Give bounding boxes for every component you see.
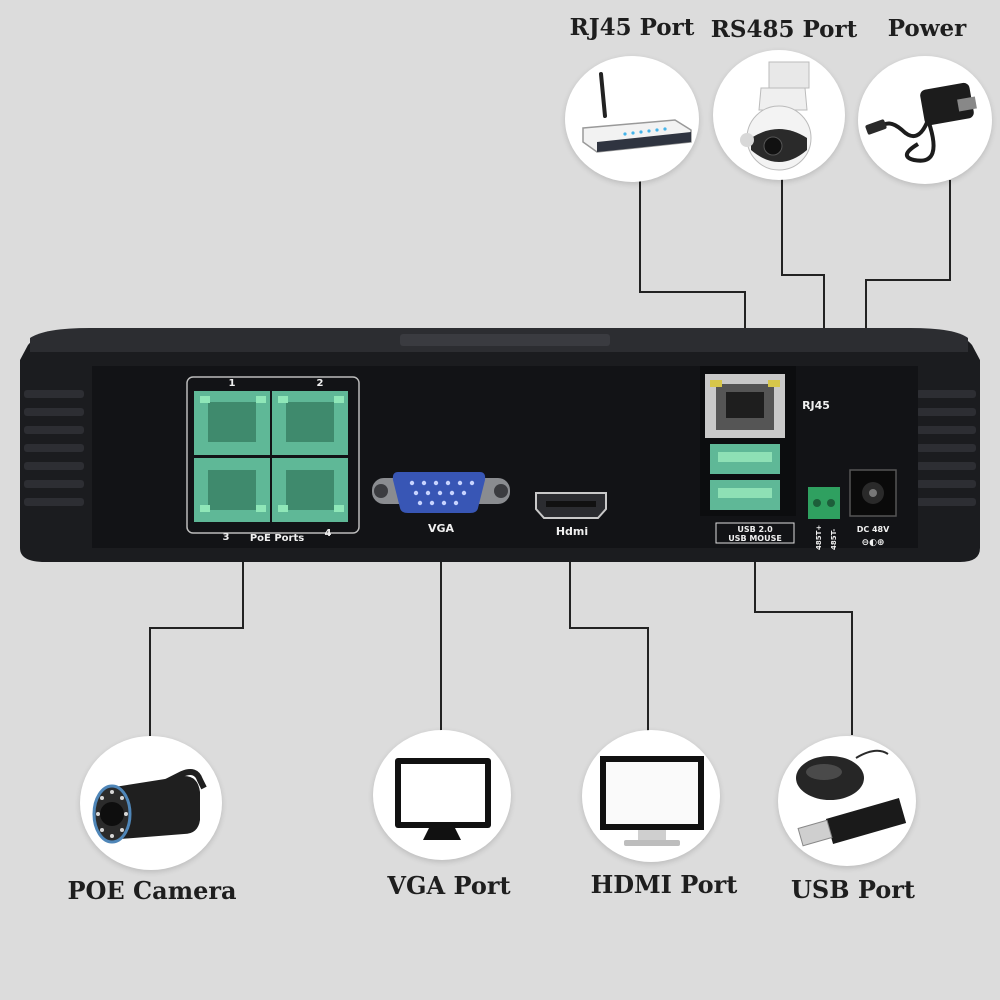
power-adapter-icon [858,56,992,184]
line-power [865,180,951,348]
usb-stick-icon [797,798,907,847]
port-number-1: 1 [229,378,236,389]
router-icon [565,56,699,182]
port-number-4: 4 [325,528,332,539]
line-rs485 [781,178,825,350]
rs485-b-label: 485T- [830,529,838,550]
bullet-camera-icon [80,736,222,870]
usb-label-line2: USB MOUSE [728,534,782,543]
hdmi-label: Hdmi [556,525,588,538]
dc-power-jack: DC 48V ⊖◐⊕ [849,469,897,548]
line-hdmi [569,545,649,732]
hdmi-connector: Hdmi [535,492,607,538]
line-poe [149,545,244,736]
usb-label-line1: USB 2.0 [737,525,773,534]
hdmi-port-label: HDMI Port [590,870,738,899]
ptz-camera-icon [713,50,845,180]
vent-left [24,390,84,506]
vent-right [916,390,976,506]
rj45-port-label: RJ45 Port [569,14,695,41]
port-number-3: 3 [223,532,230,543]
rs485-port-label: RS485 Port [710,16,858,43]
nvr-device [20,328,980,562]
rj45-label: RJ45 [802,399,830,412]
dc-label: DC 48V [857,525,890,534]
poe-camera-label: POE Camera [67,876,237,905]
mouse-icon [796,749,889,800]
usb-mouse-icon-group [778,736,916,866]
rs485-terminal: 485T+ 485T- [808,487,840,550]
vga-label: VGA [428,522,455,535]
vga-port-label: VGA Port [387,871,511,900]
vga-connector: VGA [372,472,510,535]
usb-port-label: USB Port [790,875,916,904]
dc-polarity-symbol: ⊖◐⊕ [862,538,885,548]
monitor-icon [373,730,511,860]
rj45-usb-block: USB 2.0 USB MOUSE RJ45 [705,374,830,544]
power-label: Power [887,15,967,42]
line-usb [754,545,853,735]
desktop-monitor-icon [582,730,720,862]
poe-ports-label: PoE Ports [250,533,304,544]
port-number-2: 2 [317,378,324,389]
rs485-a-label: 485T+ [815,525,823,550]
poe-ports: 1 2 3 4 PoE Ports [186,376,360,544]
